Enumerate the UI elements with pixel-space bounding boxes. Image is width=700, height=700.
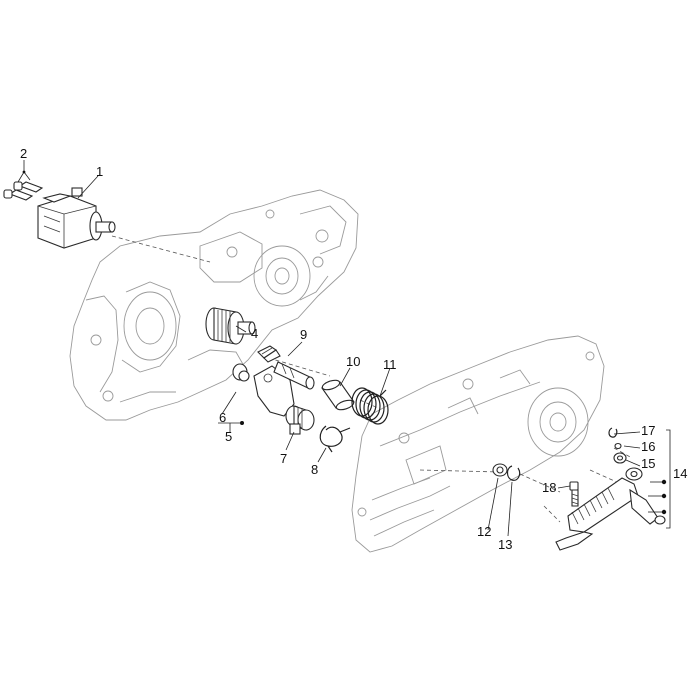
- callout-10: 10: [346, 354, 361, 369]
- part-2-screws: [3, 181, 44, 201]
- callout-1: 1: [96, 164, 104, 179]
- part-17-circlip: [608, 427, 618, 438]
- callout-4: 4: [251, 326, 259, 341]
- part-18-bolt: [569, 481, 579, 507]
- callout-17: 17: [641, 423, 656, 438]
- callout-13: 13: [498, 537, 513, 552]
- part-7-gear: [285, 405, 315, 435]
- callout-11: 11: [383, 357, 397, 372]
- leader-lines: [17, 160, 671, 537]
- callout-18: 18: [542, 480, 557, 495]
- callout-dots: [22, 170, 667, 515]
- callout-6: 6: [219, 410, 227, 425]
- part-1-starter-motor: [37, 187, 116, 249]
- part-12-washer: [492, 463, 508, 477]
- callout-8: 8: [311, 462, 319, 477]
- part-4-starter-pinion: [205, 307, 256, 345]
- callout-16: 16: [641, 439, 656, 454]
- kick-start-shaft: [273, 361, 315, 390]
- transmission-cover: [351, 335, 605, 553]
- callout-12: 12: [477, 524, 492, 539]
- kick-start-lever: [555, 467, 666, 551]
- callout-9: 9: [300, 327, 308, 342]
- part-13-circlip: [506, 465, 521, 481]
- callout-7: 7: [280, 451, 288, 466]
- callout-14: 14: [673, 466, 688, 481]
- callout-2: 2: [20, 146, 28, 161]
- part-15-washer: [613, 452, 627, 464]
- part-9-clip: [257, 345, 281, 363]
- part-8-wire-spring: [319, 425, 351, 453]
- part-10-sleeve: [321, 379, 355, 411]
- part-6-bushing: [232, 363, 250, 382]
- callout-15: 15: [641, 456, 656, 471]
- engine-crankcase: [69, 189, 359, 421]
- callout-5: 5: [225, 429, 233, 444]
- part-11-coil-spring: [351, 387, 389, 425]
- part-16-clip: [614, 442, 622, 450]
